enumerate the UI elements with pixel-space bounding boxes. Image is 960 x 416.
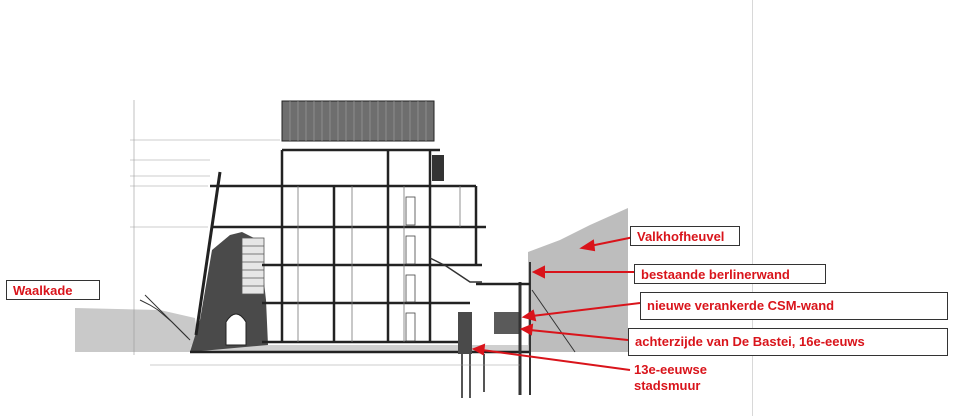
arch-opening [225, 313, 247, 346]
exterior-stairs [139, 294, 191, 341]
ground-base [190, 345, 530, 353]
label-valkhofheuvel: Valkhofheuvel [630, 226, 740, 246]
thin-walls [297, 186, 461, 342]
anchor-line [531, 289, 576, 353]
stadsmuur-wall [458, 312, 472, 354]
columns [280, 150, 478, 342]
dimension-marks [130, 100, 520, 366]
interior-stair [429, 257, 482, 283]
label-csm-wand: nieuwe verankerde CSM-wand [640, 292, 948, 320]
foundation-piles [461, 354, 485, 398]
bastei-wall [494, 312, 520, 334]
stairwell [241, 237, 265, 295]
doors [405, 196, 416, 342]
page-divider [752, 0, 753, 416]
leader-arrows [471, 236, 641, 371]
label-berlinerwand: bestaande berlinerwand [634, 264, 826, 284]
label-stadsmuur: 13e-eeuwse stadsmuur [634, 362, 707, 393]
label-waalkade: Waalkade [6, 280, 100, 300]
ground-left [75, 308, 200, 352]
label-bastei: achterzijde van De Bastei, 16e-eeuws [628, 328, 948, 356]
sloping-facade [194, 171, 222, 336]
rooftop-volume [281, 100, 444, 181]
